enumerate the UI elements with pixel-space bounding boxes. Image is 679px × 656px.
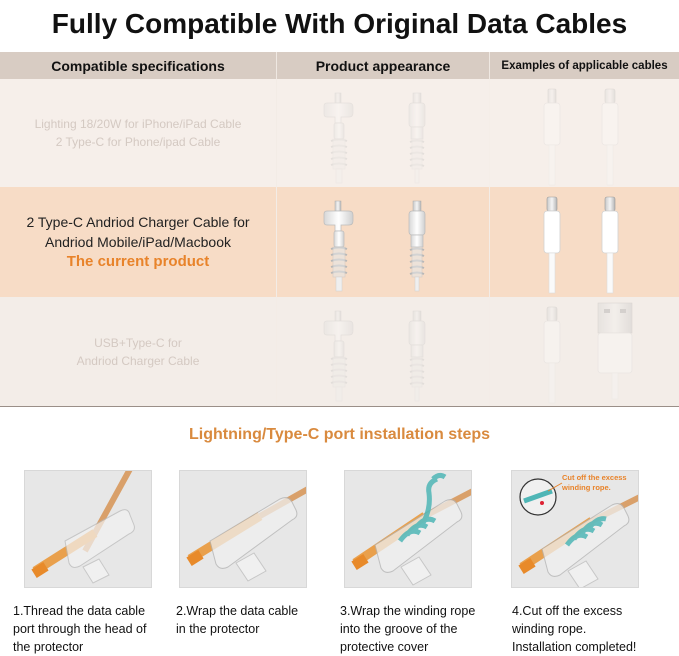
table-header: Compatible specifications Product appear… xyxy=(0,52,679,79)
protector-image xyxy=(323,309,426,402)
step-4-image: Cut off the excess winding rope. xyxy=(511,470,639,588)
step-4-callout: Cut off the excess winding rope. xyxy=(562,473,627,492)
applicable-cable-cell xyxy=(490,187,679,297)
spec-line: 2 Type-C for Phone/ipad Cable xyxy=(55,135,221,149)
current-product-label: The current product xyxy=(66,253,210,270)
spec-cell: USB+Type-C for Andriod Charger Cable xyxy=(0,297,277,406)
table-row: Lighting 18/20W for iPhone/iPad Cable 2 … xyxy=(0,79,679,187)
spec-line: Andriod Charger Cable xyxy=(76,353,200,368)
step-4-text: 4.Cut off the excess winding rope. Insta… xyxy=(512,604,637,654)
step-1-image xyxy=(24,470,152,588)
step-2-image xyxy=(179,470,307,588)
header-applicable-cables: Examples of applicable cables xyxy=(501,59,668,72)
header-compatible-specifications: Compatible specifications xyxy=(0,52,277,79)
step-1-text: 1.Thread the data cable port through the… xyxy=(13,604,147,654)
spec-line: Andriod Mobile/iPad/Macbook xyxy=(45,234,231,250)
cable-image xyxy=(543,88,619,186)
header-product-appearance: Product appearance xyxy=(277,52,490,79)
applicable-cable-cell xyxy=(490,297,679,406)
protector-image xyxy=(323,92,426,184)
steps-title: Lightning/Type-C port installation steps xyxy=(188,426,491,443)
table-row: USB+Type-C for Andriod Charger Cable xyxy=(0,297,679,407)
step-2-text: 2.Wrap the data cable in the protector xyxy=(176,604,299,636)
applicable-cable-cell xyxy=(490,79,679,187)
cable-image xyxy=(543,302,633,403)
page-title: Fully Compatible With Original Data Cabl… xyxy=(51,8,628,39)
table-row-current: 2 Type-C Andriod Charger Cable for Andri… xyxy=(0,187,679,297)
protector-image xyxy=(323,200,426,292)
spec-line: USB+Type-C for xyxy=(94,335,182,350)
spec-cell: 2 Type-C Andriod Charger Cable for Andri… xyxy=(0,187,277,297)
product-appearance-cell xyxy=(277,297,490,406)
spec-line: 2 Type-C Andriod Charger Cable for xyxy=(26,214,250,230)
cable-image xyxy=(543,196,619,294)
product-appearance-cell xyxy=(277,187,490,297)
product-appearance-cell xyxy=(277,79,490,187)
spec-line: Lighting 18/20W for iPhone/iPad Cable xyxy=(34,117,242,131)
spec-cell: Lighting 18/20W for iPhone/iPad Cable 2 … xyxy=(0,79,277,187)
step-3-text: 3.Wrap the winding rope into the groove … xyxy=(340,604,476,654)
step-3-image xyxy=(344,470,472,588)
